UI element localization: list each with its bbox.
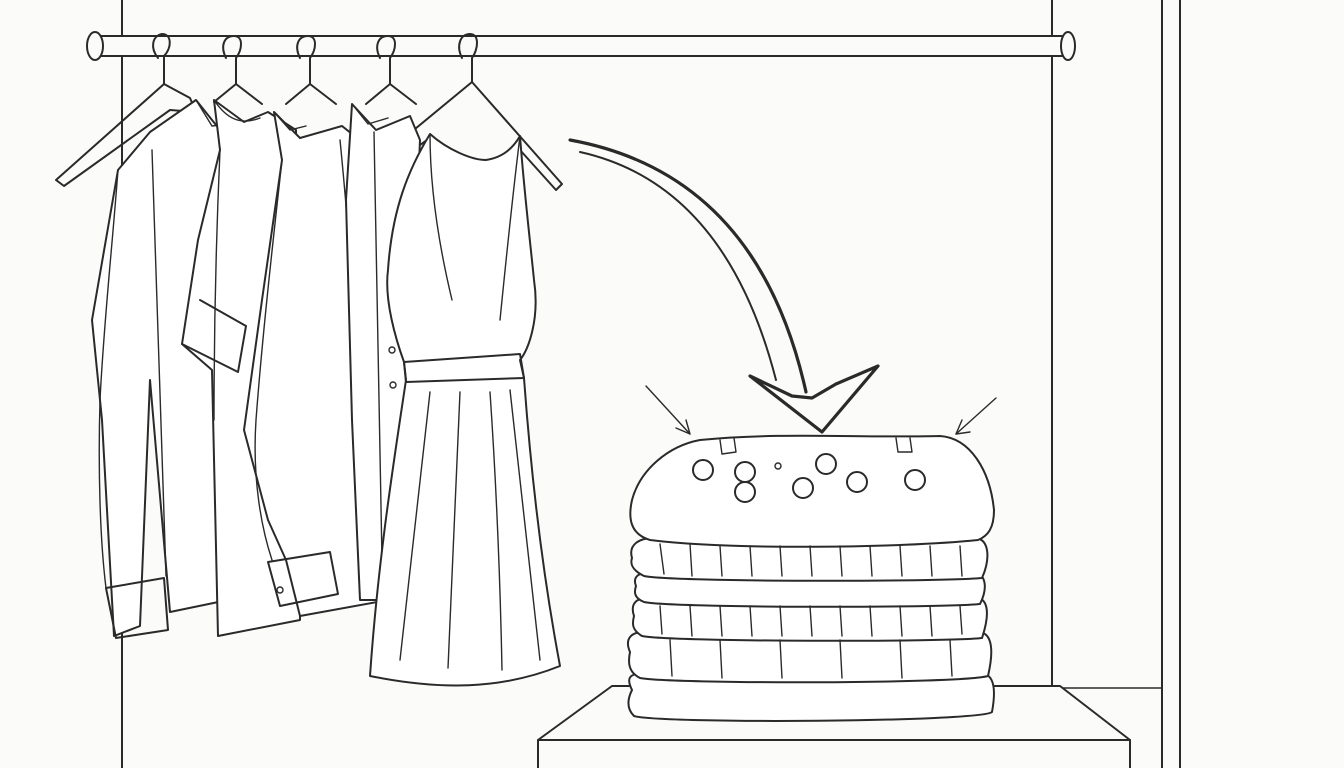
shirt-left — [91, 99, 229, 639]
hanger-2 — [213, 35, 263, 105]
curved-arrow — [568, 138, 880, 434]
dress — [369, 133, 561, 687]
garment-tags — [719, 437, 913, 455]
hanger-4 — [365, 35, 417, 105]
hanging-rail — [86, 31, 1076, 61]
pilling-dots — [692, 453, 926, 503]
folded-stack — [626, 434, 995, 722]
knit-ribbing — [659, 543, 963, 679]
hanger-3 — [285, 35, 337, 105]
pointer-arrows — [645, 385, 997, 435]
hanger-1 — [55, 33, 197, 187]
